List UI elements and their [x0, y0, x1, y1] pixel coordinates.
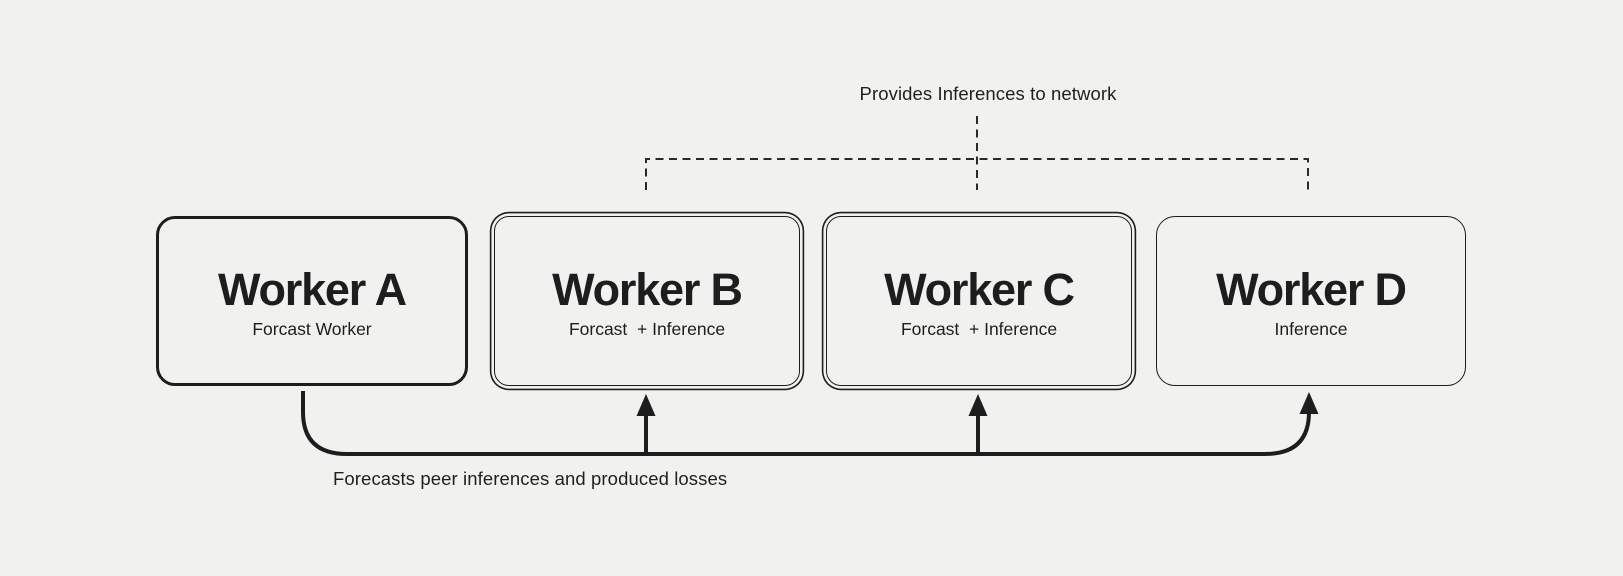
arrowhead-worker-d-icon: [1299, 392, 1319, 414]
worker-box-a: Worker A Forcast Worker: [156, 216, 468, 386]
worker-d-subtitle: Inference: [1274, 318, 1348, 339]
worker-b-subtitle: Forcast + Inference: [568, 318, 726, 339]
worker-d-title: Worker D: [1216, 263, 1407, 315]
arrowhead-worker-c-icon: [968, 394, 988, 416]
provides-inferences-label: Provides Inferences to network: [859, 83, 1117, 104]
worker-box-c: Worker C Forcast + Inference: [826, 216, 1132, 386]
feedback-line: [301, 391, 1311, 456]
worker-a-title: Worker A: [218, 263, 407, 315]
provides-inferences-dashed-bracket: [645, 158, 1309, 190]
worker-box-b: Worker B Forcast + Inference: [494, 216, 800, 386]
worker-c-subtitle: Forcast + Inference: [900, 318, 1058, 339]
worker-c-title: Worker C: [884, 263, 1075, 315]
worker-b-title: Worker B: [552, 263, 743, 315]
worker-a-subtitle: Forcast Worker: [252, 318, 372, 339]
worker-box-d: Worker D Inference: [1156, 216, 1466, 386]
arrowhead-worker-b-icon: [636, 394, 656, 416]
feedback-label: Forecasts peer inferences and produced l…: [333, 468, 728, 489]
